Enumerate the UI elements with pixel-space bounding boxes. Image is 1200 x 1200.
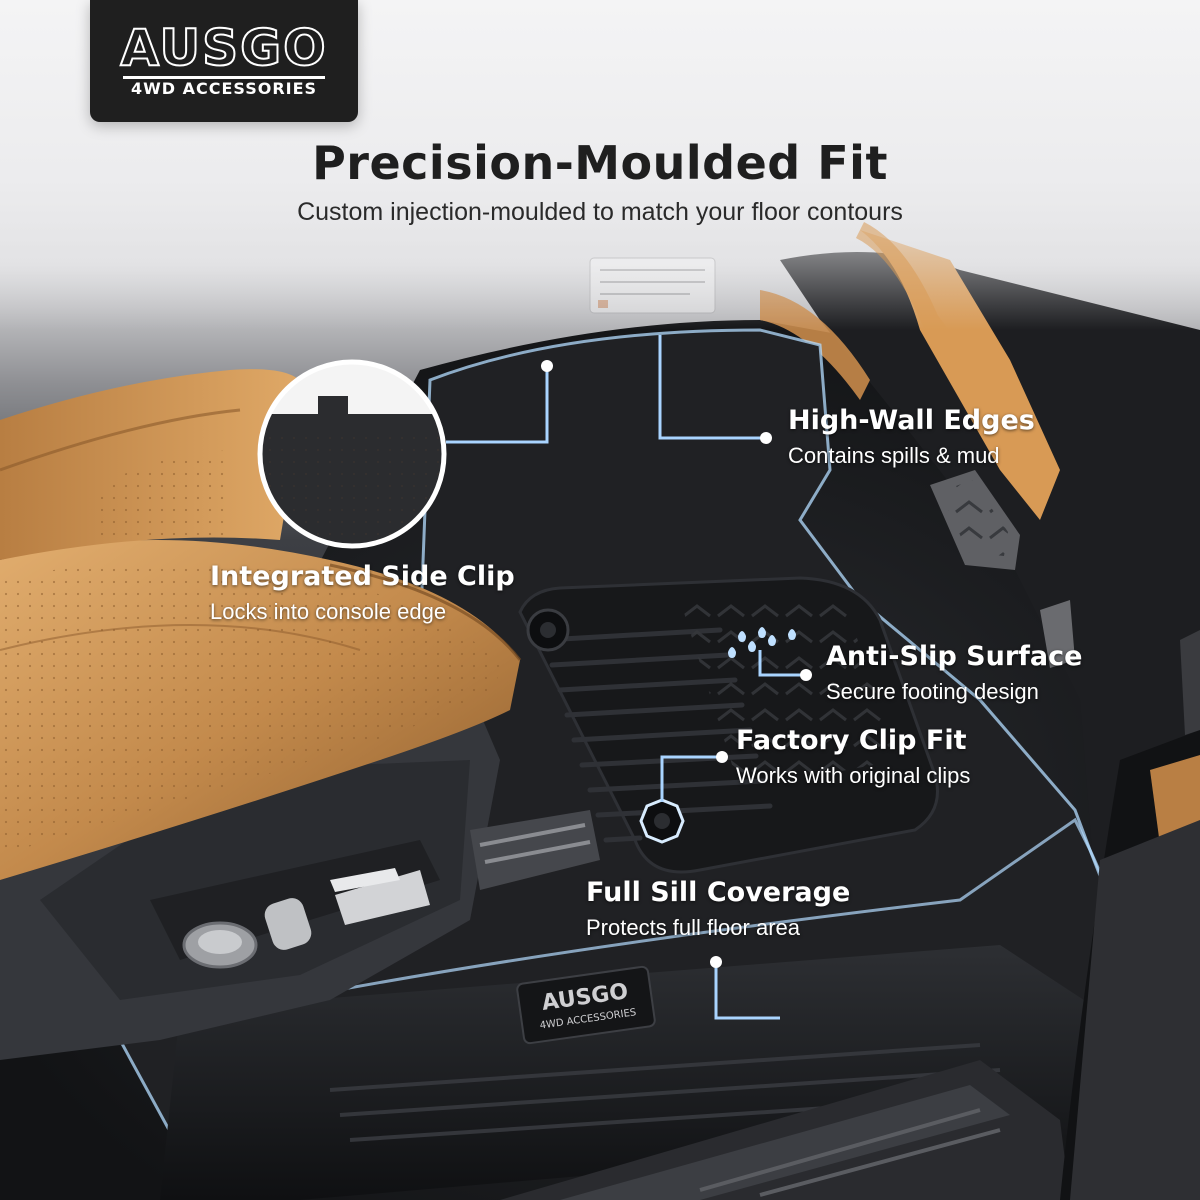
page-subtitle: Custom injection-moulded to match your f… (297, 198, 903, 226)
feature-title: Anti-Slip Surface (826, 641, 1083, 672)
feature-description: Works with original clips (736, 763, 971, 788)
feature-description: Contains spills & mud (788, 443, 1000, 468)
feature-factory-clip-fit: Factory Clip Fit Works with original cli… (736, 724, 970, 790)
seat-controls (150, 840, 440, 969)
door-sill-plate (500, 1060, 1070, 1200)
dashboard-panel (780, 252, 1200, 1200)
feature-description: Secure footing design (826, 679, 1039, 704)
feature-description: Protects full floor area (586, 915, 800, 940)
logo-divider (123, 76, 325, 79)
water-droplets-icon (728, 627, 796, 658)
feature-full-sill-coverage: Full Sill Coverage Protects full floor a… (586, 876, 850, 942)
side-clip-zoom-inset (257, 359, 447, 549)
callout-dots (541, 360, 812, 968)
feature-title: Factory Clip Fit (736, 725, 967, 756)
dash-label-sticker (589, 257, 716, 314)
dash-leather-trim (860, 230, 1060, 520)
factory-clips (526, 608, 685, 844)
seat-rails (470, 810, 600, 890)
mat-logo-plaque: AUSGO 4WD ACCESSORIES (516, 965, 656, 1045)
brand-tagline: 4WD ACCESSORIES (130, 79, 318, 98)
brand-logo: AUSGO 4WD ACCESSORIES (90, 0, 358, 122)
callout-leader-lines (446, 335, 806, 1020)
feature-title: Full Sill Coverage (586, 877, 851, 908)
feature-description: Locks into console edge (210, 599, 447, 624)
pedals (930, 470, 1075, 668)
brand-name: AUSGO (119, 19, 328, 77)
feature-title: High-Wall Edges (788, 405, 1035, 436)
feature-integrated-side-clip: Integrated Side Clip Locks into console … (210, 560, 515, 626)
feature-anti-slip-surface: Anti-Slip Surface Secure footing design (826, 640, 1082, 706)
feature-title: Integrated Side Clip (210, 561, 515, 592)
feature-high-wall-edges: High-Wall Edges Contains spills & mud (788, 404, 1035, 470)
page-title: Precision-Moulded Fit (312, 136, 888, 190)
